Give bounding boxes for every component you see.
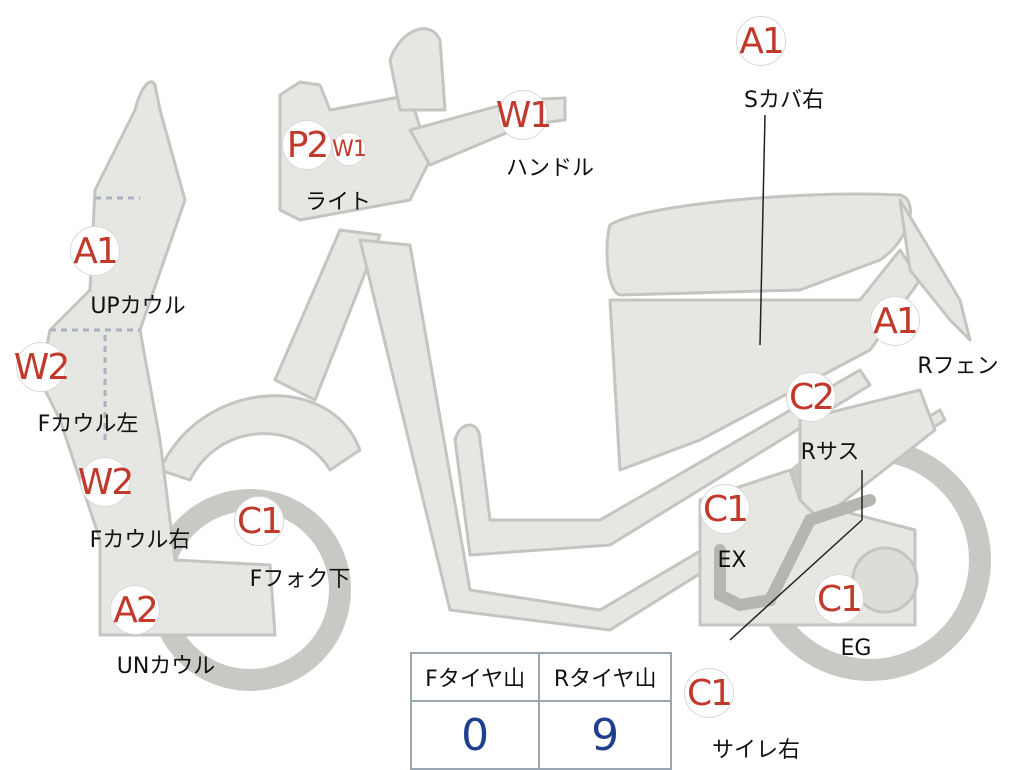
badge-a1-scover: A1 [736,16,786,66]
label-upcowl: UPカウル [90,294,186,319]
front-fork [273,228,382,402]
main-frame [358,238,947,632]
badge-c1-ex: C1 [700,484,750,534]
rear-fender [898,198,972,342]
badge-w1-light: W1 [332,132,367,166]
tire-table-header-row: Fタイヤ山 Rタイヤ山 [409,652,672,702]
rear-tire-value: 9 [538,700,672,770]
badge-w2-fcowl-left: W2 [14,342,70,392]
label-fcowl-right: Fカウル右 [89,528,191,553]
exhaust-pipe [714,494,876,612]
label-handle: ハンドル [505,156,595,181]
tire-table-value-row: 0 9 [409,700,672,770]
tire-tread-table: Fタイヤ山 Rタイヤ山 0 9 [409,652,672,770]
label-scover: Sカバ右 [744,88,824,113]
badge-a1-rfender: A1 [870,296,920,346]
windscreen [388,27,447,112]
badge-c1-ffork: C1 [234,496,284,546]
label-rfender: Rフェン [917,354,999,379]
label-eg: EG [840,636,872,661]
label-rsus: Rサス [800,440,860,465]
badge-w2-fcowl-right: W2 [78,457,134,507]
label-ffork: Fフォク下 [249,567,351,592]
seat [605,192,912,297]
badge-a1-upcowl: A1 [70,226,120,276]
badge-p2-light: P2 [282,120,332,170]
badge-c1-eg: C1 [814,574,864,624]
badge-c2-rsus: C2 [786,372,836,422]
rear-tire-header: Rタイヤ山 [538,652,672,702]
leader-muffler-diag [729,519,863,641]
label-fcowl-left: Fカウル左 [37,412,139,437]
front-tire-value: 0 [409,700,541,770]
label-uncowl: UNカウル [116,654,216,679]
label-light: ライト [304,190,372,215]
badge-c1-muffler: C1 [684,668,734,718]
label-ex: EX [717,548,747,573]
rear-suspension [798,388,937,522]
leader-scover [759,114,766,346]
badge-w1-handle: W1 [496,90,552,140]
badge-a2-uncowl: A2 [110,585,160,635]
front-fender [158,394,362,482]
label-muffler: サイレ右 [711,738,801,763]
front-tire-header: Fタイヤ山 [409,652,541,702]
